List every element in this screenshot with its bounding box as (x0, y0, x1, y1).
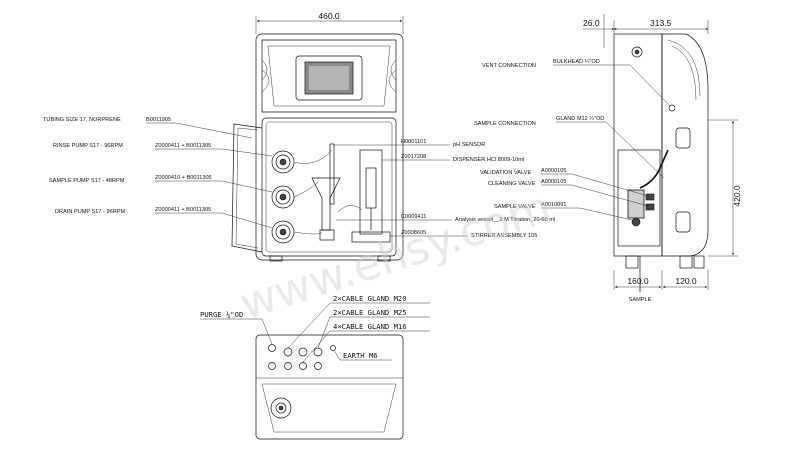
width-dimension: 460.0 (318, 11, 340, 21)
controller-housing (295, 55, 363, 101)
gland-m16-2 (284, 362, 292, 370)
earth-label: EARTH M6 (343, 351, 378, 360)
dispenser-label: DISPENSER HCl 8009-10ml (453, 157, 524, 163)
lower-latch (675, 211, 691, 233)
gland-m20-label: 2×CABLE GLAND M20 (333, 294, 407, 303)
vent-connection-part: BULKHEAD ¼"OD (553, 59, 600, 65)
sample-connection-part: GLAND M12 ¼"OD (556, 116, 604, 122)
cabinet-outline (255, 33, 404, 261)
gland-m25-1 (313, 347, 323, 357)
gland-m16-1 (268, 362, 276, 370)
sample-pump-part: Z0000410 + B0011305 (155, 175, 212, 181)
ph-sensor-part: H0001101 (401, 139, 426, 145)
top-dim-left: 26.0 (583, 18, 600, 28)
front-view: 460.0 (43, 11, 555, 262)
analysis-vessel (311, 177, 341, 231)
rinse-pump (271, 150, 295, 174)
analyzer-compartment (261, 117, 397, 257)
tubing-part: B0011905 (146, 117, 171, 123)
purge-label: PURGE ¼"OD (200, 310, 243, 319)
vessel-part: C0009411 (401, 214, 426, 220)
side-view: 26.0 313.5 420.0 (474, 14, 742, 303)
ph-sensor-label: pH SENSOR (453, 142, 485, 148)
rinse-pump-label: RINSE PUMP S17 - 96RPM (53, 143, 123, 149)
bottom-dim-right: 120.0 (675, 276, 697, 286)
stirrer-part: Z0008605 (401, 230, 426, 236)
drain-pump (271, 220, 295, 244)
upper-latch (675, 127, 691, 149)
sample-valve-label: SAMPLE VALVE (494, 204, 536, 210)
dispenser-part: Z0017208 (401, 154, 426, 160)
gland-m16-3 (299, 362, 307, 370)
rinse-pump-part: Z0000411 + B0011305 (155, 143, 211, 149)
sample-outlet-label: SAMPLE (629, 297, 652, 303)
sample-connection-label: SAMPLE CONNECTION (474, 121, 536, 127)
gland-m20-1 (283, 347, 293, 357)
stirrer-label: STIRRER ASSEMBLY 105 (471, 233, 537, 239)
earth-stud (330, 345, 336, 351)
height-dimension: 420.0 (732, 185, 742, 207)
cleaning-valve-part: A0000105 (541, 179, 567, 185)
bottom-lid (261, 383, 397, 433)
top-dim-right: 313.5 (650, 18, 672, 28)
gland-m25-label: 2×CABLE GLAND M25 (333, 308, 407, 317)
valve-panel (617, 149, 661, 247)
gland-m25-2 (314, 362, 322, 370)
gland-m16-label: 4×CABLE GLAND M16 (333, 322, 407, 331)
vessel-label: Analysis vessel__2 M Titration, 20-60 ml (455, 217, 555, 223)
tubing-label: TUBING SIZE 17, NORPRENE (43, 117, 121, 123)
vent-connection-label: VENT CONNECTION (482, 63, 536, 69)
sample-pump-label: SAMPLE PUMP S17 - 48RPM (49, 178, 125, 184)
purge-port (268, 344, 276, 352)
ph-sensor-probe (329, 143, 335, 205)
gland-m20-2 (298, 347, 308, 357)
cleaning-valve-label: CLEANING VALVE (488, 181, 536, 187)
sample-pump (271, 185, 295, 209)
vent-bulkhead (631, 46, 643, 58)
drain-pump-label: DRAIN PUMP S17 - 96RPM (55, 209, 125, 215)
lid-inner (267, 45, 391, 107)
door-open (231, 123, 263, 253)
stirrer (351, 231, 391, 243)
bottom-dim-left: 160.0 (627, 276, 649, 286)
bottom-fitting (270, 397, 292, 419)
bottom-outline (255, 334, 404, 440)
dispenser-body (359, 149, 383, 235)
sample-valve-part: A0010091 (541, 202, 567, 208)
drain-pump-part: Z0000411 + B0011305 (155, 207, 211, 213)
validation-valve-part: A0000105 (541, 168, 567, 174)
cabinet-lid (261, 39, 397, 113)
bottom-view: PURGE ¼"OD 2×CABLE GLAND M20 2×CABLE GLA… (200, 294, 430, 440)
side-cover (661, 33, 709, 257)
validation-valve-label: VALIDATION VALVE (480, 170, 531, 176)
sample-tube (639, 149, 669, 189)
